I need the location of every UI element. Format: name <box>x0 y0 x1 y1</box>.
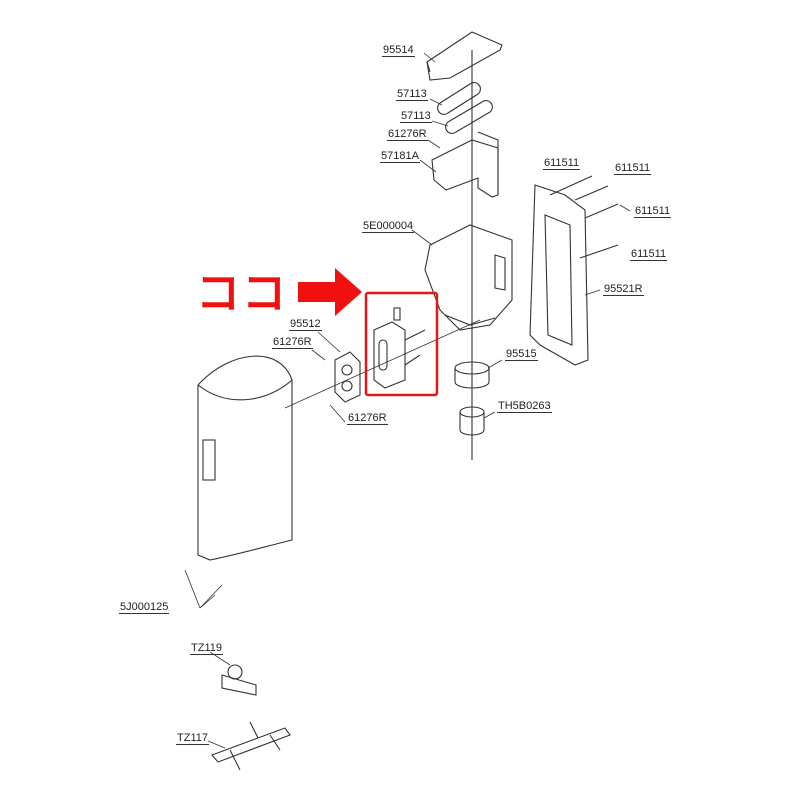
highlight-box <box>364 291 439 397</box>
part-label-5J000125: 5J000125 <box>119 601 170 614</box>
part-label-5E000004: 5E000004 <box>362 220 415 233</box>
screws-611511 <box>549 175 619 259</box>
part-label-TZ119: TZ119 <box>190 642 223 655</box>
callout-arrow <box>298 268 362 316</box>
part-label-611511: 611511 <box>630 248 668 261</box>
tool-TZ119 <box>221 664 257 696</box>
part-label-95512: 95512 <box>289 318 322 331</box>
window-plate-95512 <box>334 351 361 403</box>
part-label-611511: 611511 <box>614 162 652 175</box>
part-label-61276R: 61276R <box>347 412 388 425</box>
back-plate-95521R <box>529 184 589 366</box>
battery-cover-95514 <box>426 31 503 81</box>
part-label-611511: 611511 <box>543 157 581 170</box>
part-label-57113: 57113 <box>396 88 428 101</box>
part-label-TZ117: TZ117 <box>176 732 209 745</box>
part-label-61276R: 61276R <box>387 128 428 141</box>
part-label-611511: 611511 <box>634 205 672 218</box>
tool-TZ117 <box>211 721 291 771</box>
sensor-unit <box>373 307 426 389</box>
leader-lines <box>184 52 631 749</box>
part-label-61276R: 61276R <box>272 336 313 349</box>
part-label-TH5B0263: TH5B0263 <box>497 400 552 413</box>
callout-koko-text: ココ <box>196 269 288 318</box>
part-label-57181A: 57181A <box>380 150 420 163</box>
battery-57113 <box>437 82 481 115</box>
battery-holder-57181A <box>431 131 499 198</box>
part-label-95515: 95515 <box>505 348 538 361</box>
battery-57113-2 <box>445 100 493 134</box>
fitting-TH5B0263 <box>459 406 485 436</box>
part-label-57113: 57113 <box>400 110 432 123</box>
nut-95515 <box>454 361 490 389</box>
housing-5E000004 <box>424 224 513 331</box>
part-label-95521R: 95521R <box>603 283 644 296</box>
part-label-95514: 95514 <box>382 44 415 57</box>
front-cover <box>197 355 293 561</box>
